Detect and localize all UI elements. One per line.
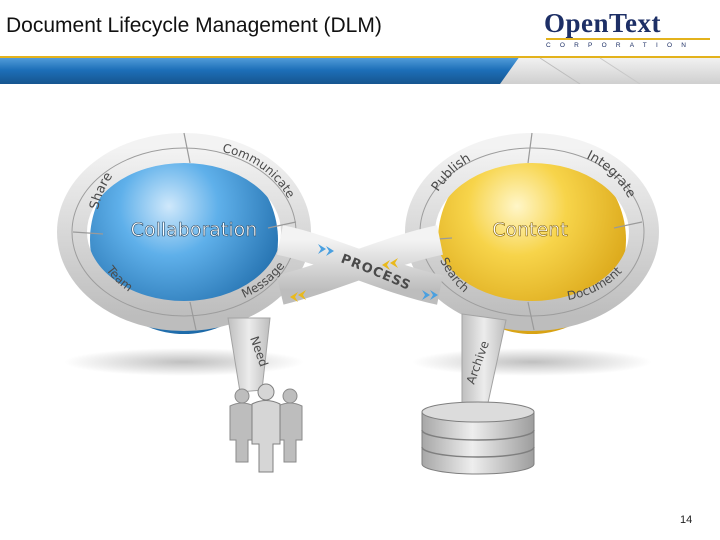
content-sphere (438, 146, 626, 334)
slide-title: Document Lifecycle Management (DLM) (6, 14, 382, 37)
logo-rule (546, 38, 710, 40)
chevron-left-icon (290, 290, 306, 302)
band-diagonal (539, 57, 581, 84)
chevron-right-icon (318, 244, 334, 256)
database-icon (421, 401, 535, 475)
logo-wordmark: OpenText (544, 8, 662, 38)
content-label: Content (492, 219, 568, 241)
dlm-diagram: Collaboration Content Share Communicate … (57, 132, 659, 475)
page-number: 14 (680, 514, 693, 526)
header-band (0, 56, 720, 84)
band-gold-line (0, 56, 720, 58)
chevron-left-icon (382, 258, 398, 270)
band-blue (0, 56, 520, 84)
chevron-right-icon (422, 290, 438, 300)
process-band-back (276, 225, 444, 305)
people-icon (229, 383, 303, 473)
opentext-logo: OpenText CORPORATION (540, 6, 716, 52)
band-diagonal (599, 57, 641, 84)
collaboration-label: Collaboration (131, 219, 258, 241)
logo-subtitle: CORPORATION (546, 42, 696, 49)
ring-dividers (72, 132, 643, 331)
shadow (412, 348, 652, 376)
collaboration-sphere (90, 146, 278, 334)
